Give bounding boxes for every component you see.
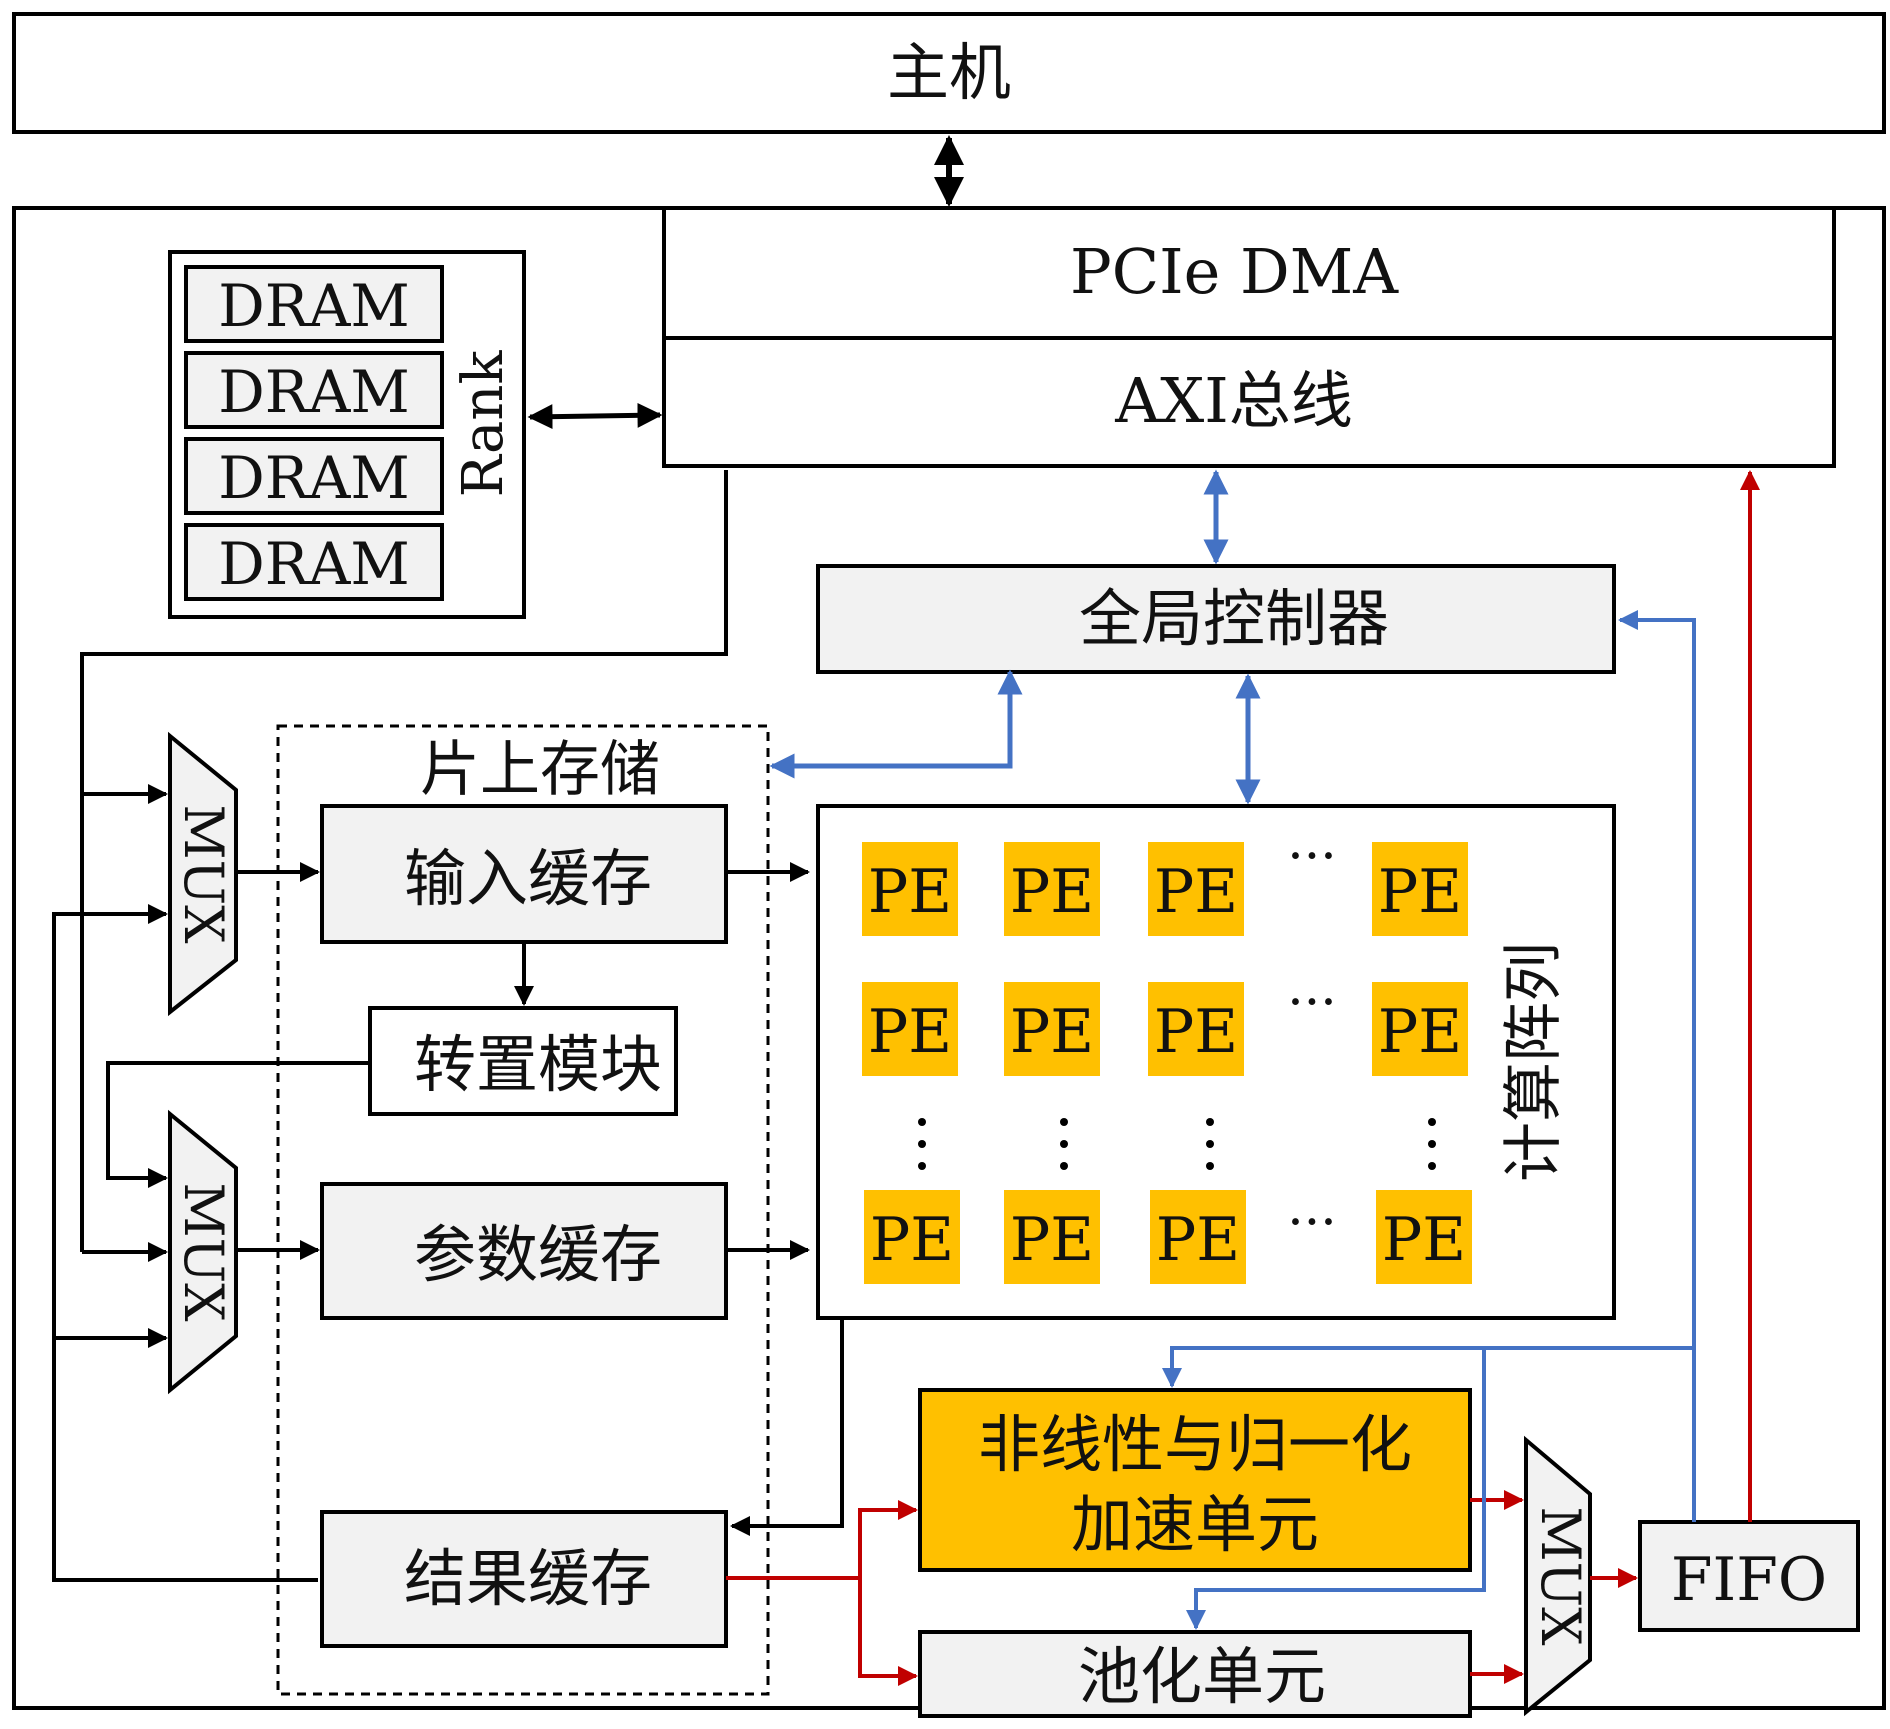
pe-label: PE	[1156, 1205, 1240, 1275]
dram-chip: DRAM	[184, 437, 444, 515]
vdots	[918, 1118, 1436, 1170]
hdots: ···	[1287, 827, 1337, 887]
mux-input: MUX	[168, 731, 238, 1017]
nonlinear-unit: 非线性与归一化 加速单元	[918, 1388, 1472, 1572]
axi-left-bus-wire	[80, 470, 728, 1252]
compute-array: 计算阵列 PE PE PE ··· PE PE PE PE ··· PE PE …	[816, 804, 1616, 1320]
pe-label: PE	[868, 857, 952, 927]
fifo-label: FIFO	[1671, 1545, 1827, 1615]
global-controller: 全局控制器	[816, 564, 1616, 674]
pe-label: PE	[1378, 857, 1462, 927]
result-feedback-wire	[52, 904, 318, 1582]
hdots: ···	[1287, 973, 1337, 1033]
array-result-arrow	[730, 1318, 844, 1536]
pe-label: PE	[1378, 997, 1462, 1067]
result-buffer: 结果缓存	[320, 1510, 728, 1648]
transpose-mux2-wire	[106, 1061, 370, 1188]
pooling-unit: 池化单元	[918, 1630, 1472, 1718]
dram-chip: DRAM	[184, 351, 444, 429]
input-buf-label: 输入缓存	[404, 842, 652, 915]
pe-label: PE	[1382, 1205, 1466, 1275]
dram-chip: DRAM	[184, 265, 444, 343]
pe-cell: PE	[1148, 982, 1244, 1076]
pe-label: PE	[1010, 857, 1094, 927]
fifo-block: FIFO	[1638, 1520, 1860, 1632]
pe-cell: PE	[1004, 1190, 1100, 1284]
pe-cell: PE	[1004, 842, 1100, 936]
transpose-label: 转置模块	[414, 1028, 662, 1101]
pe-cell: PE	[1148, 842, 1244, 936]
mux-label: MUX	[1529, 1506, 1592, 1646]
pe-cell: PE	[1004, 982, 1100, 1076]
pe-label: PE	[868, 997, 952, 1067]
axi-label: AXI总线	[1114, 364, 1352, 437]
dram-chip: DRAM	[184, 523, 444, 601]
transpose-module: 转置模块	[368, 1006, 678, 1116]
dram-label: DRAM	[218, 530, 409, 598]
dram-axi-arrow	[527, 402, 663, 430]
pcie-label: PCIe DMA	[1070, 235, 1399, 308]
nonlinear-label-1: 非线性与归一化	[978, 1408, 1412, 1481]
axi-bus-block: AXI总线	[662, 336, 1836, 468]
array-label: 计算阵列	[1499, 942, 1569, 1182]
ctrl-nonlinear-wire	[1162, 1346, 1694, 1388]
dram-label: DRAM	[218, 444, 409, 512]
mux-label: MUX	[172, 1182, 235, 1322]
onchip-storage: 片上存储	[276, 724, 770, 1696]
rank-label: Rank	[451, 350, 516, 498]
pcie-dma-block: PCIe DMA	[662, 206, 1836, 340]
mux-param: MUX	[168, 1109, 238, 1395]
global-ctrl-label: 全局控制器	[1079, 582, 1389, 655]
dram-label: DRAM	[218, 358, 409, 426]
pe-cell: PE	[1372, 982, 1468, 1076]
pe-cell: PE	[1372, 842, 1468, 936]
pool-label: 池化单元	[1078, 1640, 1326, 1713]
result-nonlinear-wire	[726, 1500, 918, 1580]
dram-label: DRAM	[218, 272, 409, 340]
ctrl-pool-wire	[1186, 1348, 1486, 1630]
pe-cell: PE	[864, 1190, 960, 1284]
result-pool-wire	[858, 1578, 918, 1686]
pe-label: PE	[870, 1205, 954, 1275]
host-block: 主机	[12, 12, 1886, 134]
onchip-label: 片上存储	[420, 735, 660, 805]
param-buffer: 参数缓存	[320, 1182, 728, 1320]
result-buf-label: 结果缓存	[404, 1542, 652, 1615]
nonlinear-label-2: 加速单元	[1071, 1488, 1319, 1561]
ctrl-onchip-arrow	[769, 669, 1023, 779]
pe-label: PE	[1154, 857, 1238, 927]
pe-cell: PE	[1150, 1190, 1246, 1284]
dram-rank: DRAM DRAM DRAM DRAM Rank	[168, 250, 526, 619]
pe-cell: PE	[862, 842, 958, 936]
pe-cell: PE	[1376, 1190, 1472, 1284]
pe-label: PE	[1010, 997, 1094, 1067]
pe-cell: PE	[862, 982, 958, 1076]
pe-label: PE	[1154, 997, 1238, 1067]
param-buf-label: 参数缓存	[414, 1218, 662, 1291]
fifo-ctrl-wire	[1618, 610, 1696, 1522]
pe-label: PE	[1010, 1205, 1094, 1275]
mux-output: MUX	[1524, 1435, 1592, 1717]
host-label: 主机	[887, 36, 1011, 109]
mux-label: MUX	[172, 804, 235, 944]
hdots: ···	[1287, 1193, 1337, 1253]
input-buffer: 输入缓存	[320, 804, 728, 944]
